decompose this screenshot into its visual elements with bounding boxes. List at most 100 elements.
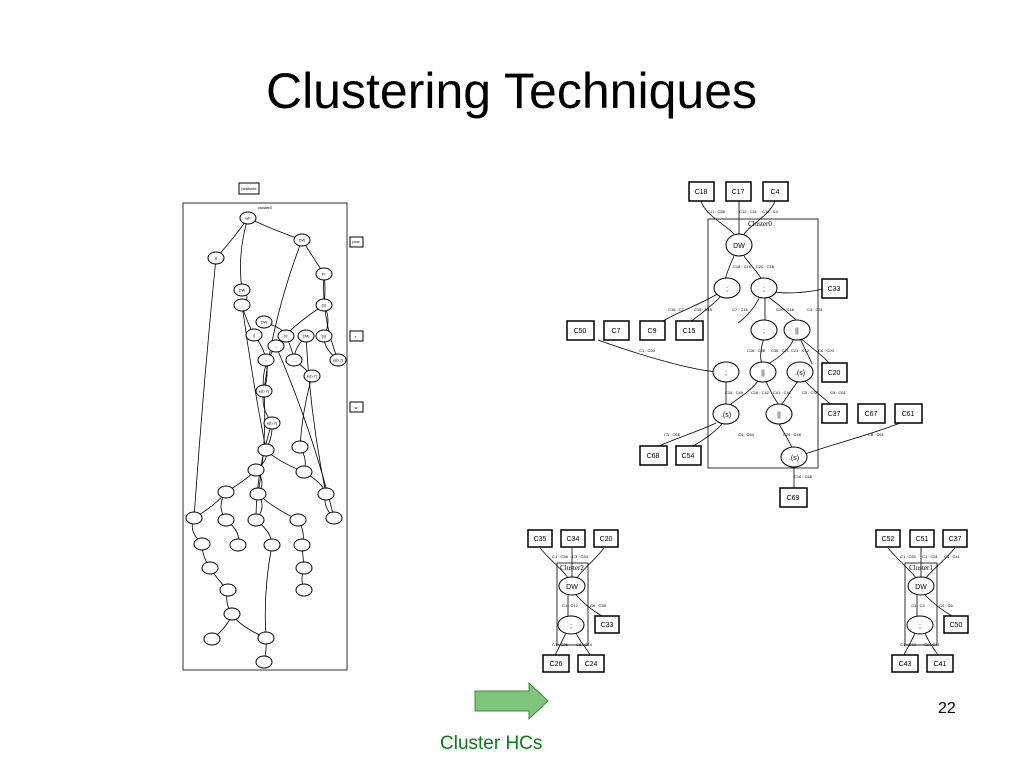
node-ellipse (907, 576, 935, 596)
node-box-c51 (909, 529, 935, 548)
edge-label: C16 : C49 (725, 390, 744, 395)
node-box-c37b (942, 529, 968, 548)
node-label-c18: C18 (695, 189, 708, 196)
node-ellipse (783, 319, 811, 341)
node-box-c50 (566, 320, 595, 341)
edge-label: C8 : C61 (868, 432, 885, 437)
arrow-right-icon (474, 681, 549, 721)
edge-label: C1 : C68 (664, 432, 681, 437)
node-box-c41 (926, 654, 954, 673)
node-label-c26: C26 (550, 661, 563, 668)
node-ellipse-label: (s) (322, 303, 327, 308)
node-box-c4 (762, 181, 789, 202)
node-ellipse (295, 465, 313, 479)
edge-label: C41 : C41 (773, 390, 792, 395)
edge-label: C1 : C43 (900, 642, 917, 647)
edge (700, 200, 735, 235)
node-ellipse-label: || (761, 370, 765, 377)
node-ellipse-label: ; (726, 286, 728, 293)
edge-label: C7 : C16 (732, 307, 749, 312)
cluster0-label: Cluster0 (748, 220, 772, 228)
node-box-c20 (821, 362, 848, 383)
node-ellipse (255, 384, 273, 398)
node-box-c67 (857, 403, 886, 424)
node-ellipse (249, 487, 267, 501)
node-ellipse-label: ; (725, 370, 727, 377)
node-label-c67: C67 (865, 411, 878, 418)
node-box-c33 (821, 278, 848, 299)
edge-label: C5 : C37 (802, 390, 819, 395)
node-ellipse (295, 561, 313, 575)
node-label-c41: C41 (934, 661, 947, 668)
node-ellipse-label: || (777, 412, 781, 419)
node-ellipse (229, 538, 247, 552)
edge-label: C16 : C38 (747, 348, 766, 353)
edge-label: C3 : C34 (572, 554, 589, 559)
node-ellipse (263, 416, 281, 430)
edge-label: C1 : C26 (552, 642, 569, 647)
node-label-c20b: C20 (600, 536, 613, 543)
edge-label: C18 : C10 (733, 264, 752, 269)
node-ellipse (558, 576, 586, 596)
node-ellipse (315, 329, 333, 343)
edge-label: C21 : C12 (791, 348, 810, 353)
edge-label: C6 : C6 (939, 603, 953, 608)
node-ellipse-label: ... (274, 344, 277, 349)
w-box (349, 401, 364, 413)
edge-label: C11 : C58 (707, 209, 725, 214)
slide-number: 22 (938, 700, 956, 717)
node-ellipse (277, 329, 295, 343)
pcsr-box (349, 236, 364, 248)
node-ellipse (303, 369, 321, 383)
node-label-c68: C68 (647, 453, 660, 460)
node-ellipse (255, 315, 273, 329)
node-ellipse (906, 615, 934, 635)
node-ellipse (257, 631, 275, 645)
node-label-c51: C51 (916, 536, 929, 543)
node-label-c15: C15 (683, 328, 696, 335)
edge (299, 375, 313, 448)
node-label-c35: C35 (534, 536, 547, 543)
node-ellipse (295, 583, 313, 597)
node-box-c54 (675, 445, 702, 466)
edge-label: C20 : C18 (756, 264, 775, 269)
node-ellipse (786, 361, 814, 383)
node-ellipse (315, 298, 333, 312)
node-label-c24: C24 (585, 661, 598, 668)
node-ellipse-label: ... (292, 358, 295, 363)
edge-label: C4 : C54 (738, 432, 755, 437)
node-label-c33b: C33 (601, 622, 614, 629)
edge-label: C8 : C61 (830, 390, 847, 395)
edge (240, 217, 249, 291)
cluster0-boxes: C18 C17 C4 C50 C7 C9 C15 C33 C20 C37 C67… (566, 181, 923, 508)
node-ellipse (289, 513, 307, 527)
node-box-c17 (725, 181, 752, 202)
node-label-c61: C61 (902, 411, 915, 418)
caption-cluster-hcs: Cluster HCs (440, 733, 543, 754)
node-box-c69 (779, 487, 808, 508)
edge-label: C24 : C48 (783, 432, 802, 437)
edge-label: C12 : C11 (739, 209, 757, 214)
node-label-c37b: C37 (949, 536, 962, 543)
node-ellipse (329, 353, 347, 367)
node-ellipse (267, 339, 285, 353)
edge (263, 239, 303, 392)
node-ellipse (750, 277, 778, 299)
edge (554, 632, 567, 656)
edge-label: C1 : C4 (911, 603, 925, 608)
cluster2-graph: Cluster2 C1 : C36 C3 : C34 C1 : C12 C6 :… (527, 529, 620, 673)
node-box-c18 (688, 181, 715, 202)
cluster1-graph: Cluster1 C1 : C52 C1 : C51 C6 : C41 C1 :… (875, 529, 969, 673)
node-ellipse (257, 353, 275, 367)
node-ellipse (203, 632, 221, 646)
node-box-c7 (603, 320, 630, 341)
edge-label: C8 : C24 (576, 642, 593, 647)
node-ellipse (207, 251, 225, 265)
edge-label: C18 : C4 (762, 209, 779, 214)
edge (925, 547, 956, 579)
edge (597, 339, 719, 373)
edge (765, 380, 779, 405)
node-ellipse (765, 403, 793, 425)
